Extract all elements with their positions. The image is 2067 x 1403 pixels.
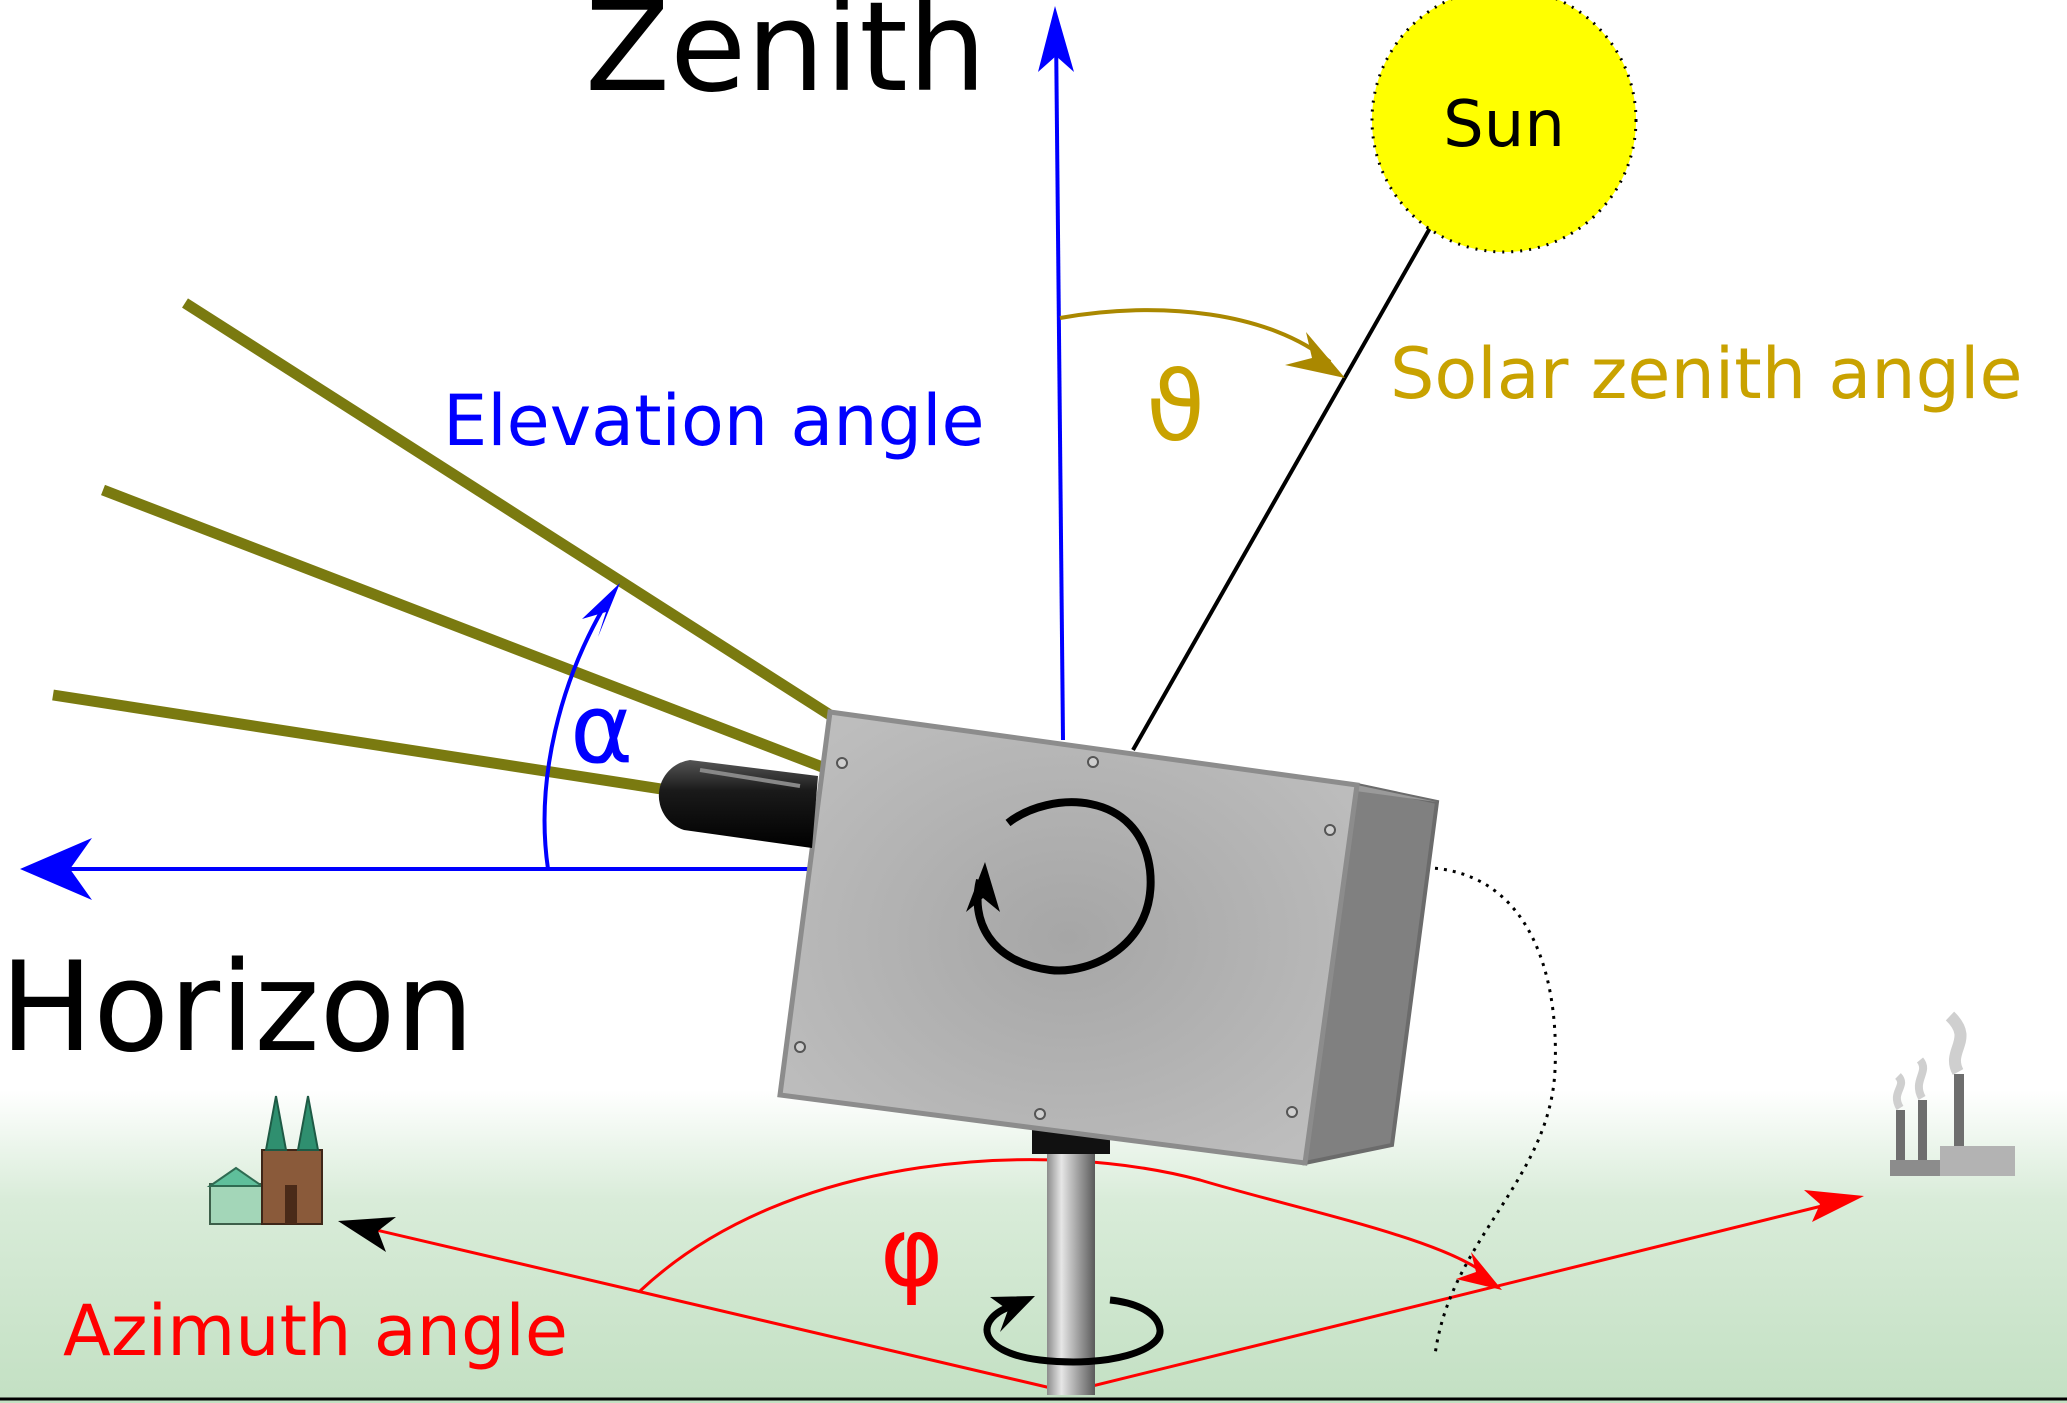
zenith-arrow: [1038, 6, 1074, 741]
phi-symbol: φ: [880, 1196, 943, 1308]
telescope-tube: [658, 760, 818, 848]
azimuth-angle-label: Azimuth angle: [63, 1290, 568, 1372]
sun-ray: [1131, 227, 1432, 751]
cathedral-icon: [206, 1095, 323, 1225]
solar-zenith-angle-arc: [1059, 308, 1345, 378]
viewing-ray-low: [52, 689, 701, 801]
factory-icon: [1890, 1011, 2015, 1176]
rotation-arrow-icon: [966, 798, 1155, 975]
elevation-angle-label: Elevation angle: [443, 380, 985, 462]
instrument-screws: [794, 756, 1336, 1120]
azimuth-angle-arc: [638, 1158, 1502, 1293]
pole-rotation-icon: [983, 1296, 1164, 1366]
solar-zenith-angle-label: Solar zenith angle: [1390, 333, 2023, 415]
sun-disk: [1370, 0, 1638, 254]
horizon-label: Horizon: [0, 936, 474, 1080]
horizon-arrow: [20, 838, 808, 900]
instrument-front-face: [777, 709, 1360, 1166]
azimuth-lines: [338, 1190, 1864, 1394]
viewing-ray-high: [182, 298, 833, 720]
sun: Sun: [1370, 0, 1638, 254]
alpha-symbol: α: [570, 673, 633, 785]
instrument-box: [777, 709, 1440, 1166]
zenith-label: Zenith: [585, 0, 987, 120]
viewing-ray-mid: [101, 484, 832, 776]
elevation-angle-arc: [542, 583, 620, 870]
sun-label: Sun: [1443, 88, 1565, 162]
instrument-cable: [1407, 866, 1557, 1356]
viewing-rays: [52, 298, 833, 801]
theta-symbol: ϑ: [1146, 351, 1205, 463]
